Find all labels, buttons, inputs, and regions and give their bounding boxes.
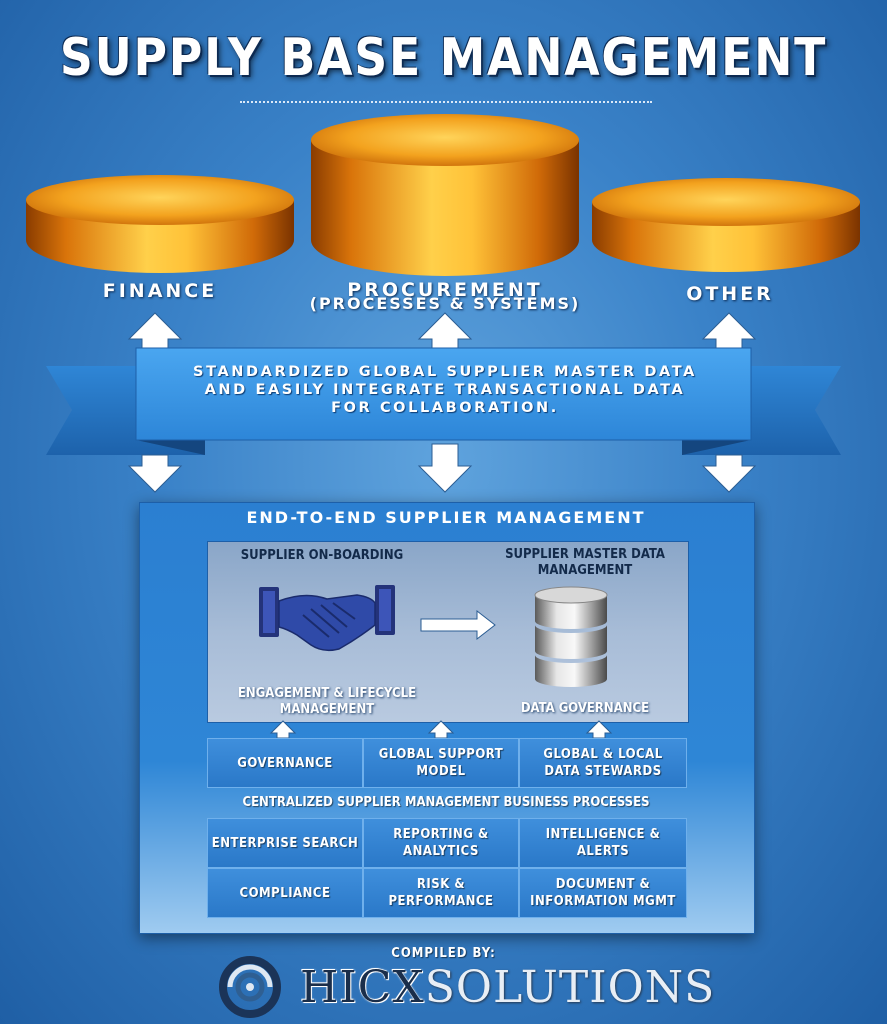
process-cell-enterprise-search: ENTERPRISE SEARCH — [207, 818, 363, 868]
process-cell-intelligence: INTELLIGENCE & ALERTS — [519, 818, 687, 868]
handshake-icon — [259, 585, 395, 652]
support-cell-data-stewards: GLOBAL & LOCAL DATA STEWARDS — [519, 738, 687, 788]
banner-line: AND EASILY INTEGRATE TRANSACTIONAL DATA — [204, 382, 686, 398]
finance-cylinder — [26, 175, 294, 273]
banner-text: STANDARDIZED GLOBAL SUPPLIER MASTER DATA… — [160, 363, 730, 417]
process-cell-document: DOCUMENT & INFORMATION MGMT — [519, 868, 687, 918]
finance-down-arrow-icon — [127, 454, 183, 493]
hicx-solutions-wordmark: HICXSOLUTIONS — [300, 962, 715, 1013]
masterdata-label: SUPPLIER MASTER DATA MANAGEMENT — [485, 547, 685, 579]
cell-line: MODEL — [416, 764, 466, 779]
cell-line: COMPLIANCE — [239, 885, 331, 901]
cell-line: RISK & — [416, 877, 466, 892]
centralized-processes-label: CENTRALIZED SUPPLIER MANAGEMENT BUSINESS… — [242, 795, 650, 810]
procurement-down-arrow-icon — [417, 443, 473, 493]
hicx-logo-icon — [219, 956, 281, 1018]
banner-line: STANDARDIZED GLOBAL SUPPLIER MASTER DATA — [193, 364, 697, 380]
lifecycle-graphic — [259, 585, 613, 739]
pillar-label-procurement: PROCUREMENT — [347, 279, 543, 301]
process-cell-compliance: COMPLIANCE — [207, 868, 363, 918]
data-governance-label: DATA GOVERNANCE — [520, 701, 650, 716]
brand-part: SOLUTIONS — [424, 962, 716, 1013]
onboarding-to-masterdata-arrow-icon — [420, 609, 496, 641]
cell-line: GLOBAL & LOCAL — [543, 747, 663, 762]
page-title: SUPPLY BASE MANAGEMENT — [59, 28, 828, 88]
brand-part: HICX — [300, 962, 425, 1013]
masterdata-line: SUPPLIER MASTER DATA — [505, 547, 665, 562]
compiled-by-label: COMPILED BY: — [391, 946, 496, 961]
finance-up-arrow-icon — [127, 312, 183, 353]
engagement-line: ENGAGEMENT & LIFECYCLE — [237, 686, 417, 701]
other-down-arrow-icon — [701, 454, 757, 493]
cell-line: ANALYTICS — [403, 844, 479, 859]
process-cell-risk: RISK & PERFORMANCE — [363, 868, 519, 918]
support-up-arrow-icon — [427, 720, 455, 739]
process-cell-reporting: REPORTING & ANALYTICS — [363, 818, 519, 868]
masterdata-line: MANAGEMENT — [537, 563, 633, 578]
engagement-line: MANAGEMENT — [279, 702, 375, 717]
procurement-cylinder — [311, 114, 579, 276]
pillar-label-finance: FINANCE — [102, 280, 218, 302]
cell-line: INTELLIGENCE & — [545, 827, 661, 842]
title-underline — [240, 101, 652, 103]
pillars-graphic — [26, 114, 860, 493]
cell-line: GLOBAL SUPPORT — [378, 747, 504, 762]
procurement-up-arrow-icon — [417, 312, 473, 353]
cell-line: REPORTING & — [393, 827, 489, 842]
pillar-sublabel-procurement: (PROCESSES & SYSTEMS) — [309, 294, 581, 313]
cell-line: ENTERPRISE SEARCH — [211, 835, 359, 851]
other-cylinder — [592, 178, 860, 272]
panel-title: END-TO-END SUPPLIER MANAGEMENT — [246, 508, 646, 527]
support-cell-global-support: GLOBAL SUPPORT MODEL — [363, 738, 519, 788]
cell-line: ALERTS — [576, 844, 630, 859]
onboarding-label: SUPPLIER ON-BOARDING — [240, 548, 404, 563]
governance-up-arrow-icon — [269, 720, 297, 739]
stewards-up-arrow-icon — [585, 720, 613, 739]
database-icon — [534, 586, 608, 687]
cell-line: PERFORMANCE — [388, 894, 494, 909]
cell-line: GOVERNANCE — [237, 755, 333, 771]
cell-line: DOCUMENT & — [555, 877, 651, 892]
banner-line: FOR COLLABORATION. — [331, 400, 559, 416]
pillar-label-other: OTHER — [686, 283, 774, 305]
support-cell-governance: GOVERNANCE — [207, 738, 363, 788]
lifecycle-box — [207, 541, 689, 723]
cell-line: INFORMATION MGMT — [530, 894, 676, 909]
engagement-label: ENGAGEMENT & LIFECYCLE MANAGEMENT — [207, 686, 447, 718]
other-up-arrow-icon — [701, 312, 757, 353]
banner-ribbon — [135, 347, 752, 441]
cell-line: DATA STEWARDS — [544, 764, 662, 779]
